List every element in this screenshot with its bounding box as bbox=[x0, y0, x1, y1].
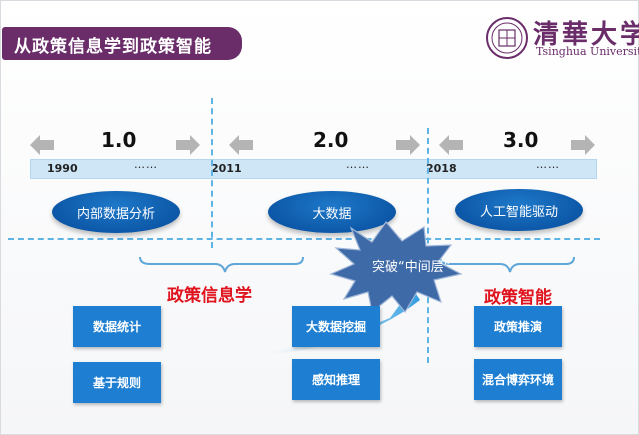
box-perception-reasoning: 感知推理 bbox=[292, 359, 380, 400]
divider-2011 bbox=[211, 98, 213, 248]
page-title: 从政策信息学到政策智能 bbox=[14, 37, 212, 57]
arrow-left-icon bbox=[229, 135, 253, 155]
brace-intelligence bbox=[439, 256, 575, 273]
era-2-label: 2.0 bbox=[313, 128, 349, 152]
timeline-ellipsis: …… bbox=[346, 158, 370, 171]
era-3-label: 3.0 bbox=[503, 128, 539, 152]
year-1990: 1990 bbox=[47, 162, 78, 175]
timeline-ellipsis: …… bbox=[536, 158, 560, 171]
box-hybrid-game-environment: 混合博弈环境 bbox=[474, 359, 562, 400]
logo-chinese: 清華大学 bbox=[533, 20, 639, 50]
tsinghua-seal-icon bbox=[486, 17, 528, 59]
arrow-left-icon bbox=[30, 135, 54, 155]
year-2018: 2018 bbox=[426, 162, 457, 175]
arrow-left-icon bbox=[439, 135, 463, 155]
arrow-right-icon bbox=[571, 135, 595, 155]
timeline-band bbox=[30, 159, 597, 179]
breakthrough-label: 突破“中间层” bbox=[372, 260, 451, 275]
era-1-label: 1.0 bbox=[101, 128, 137, 152]
oval-internal-analysis: 内部数据分析 bbox=[52, 191, 180, 233]
layer-divider bbox=[8, 238, 600, 240]
oval-ai-driven: 人工智能驱动 bbox=[455, 189, 583, 231]
year-2011: 2011 bbox=[211, 162, 242, 175]
oval-big-data: 大数据 bbox=[268, 191, 396, 233]
arrow-right-icon bbox=[396, 135, 420, 155]
box-policy-simulation: 政策推演 bbox=[474, 306, 562, 347]
timeline-ellipsis: …… bbox=[134, 158, 158, 171]
brace-informatics bbox=[139, 256, 304, 273]
breakthrough-burst bbox=[329, 221, 463, 314]
box-big-data-mining: 大数据挖掘 bbox=[292, 306, 380, 347]
title-banner: 从政策信息学到政策智能 bbox=[2, 27, 242, 60]
label-policy-informatics: 政策信息学 bbox=[167, 286, 252, 306]
box-data-statistics: 数据统计 bbox=[73, 306, 161, 347]
logo-english: Tsinghua University bbox=[536, 45, 639, 58]
label-policy-intelligence: 政策智能 bbox=[484, 288, 552, 308]
arrow-right-icon bbox=[176, 135, 200, 155]
box-rule-based: 基于规则 bbox=[73, 362, 161, 403]
